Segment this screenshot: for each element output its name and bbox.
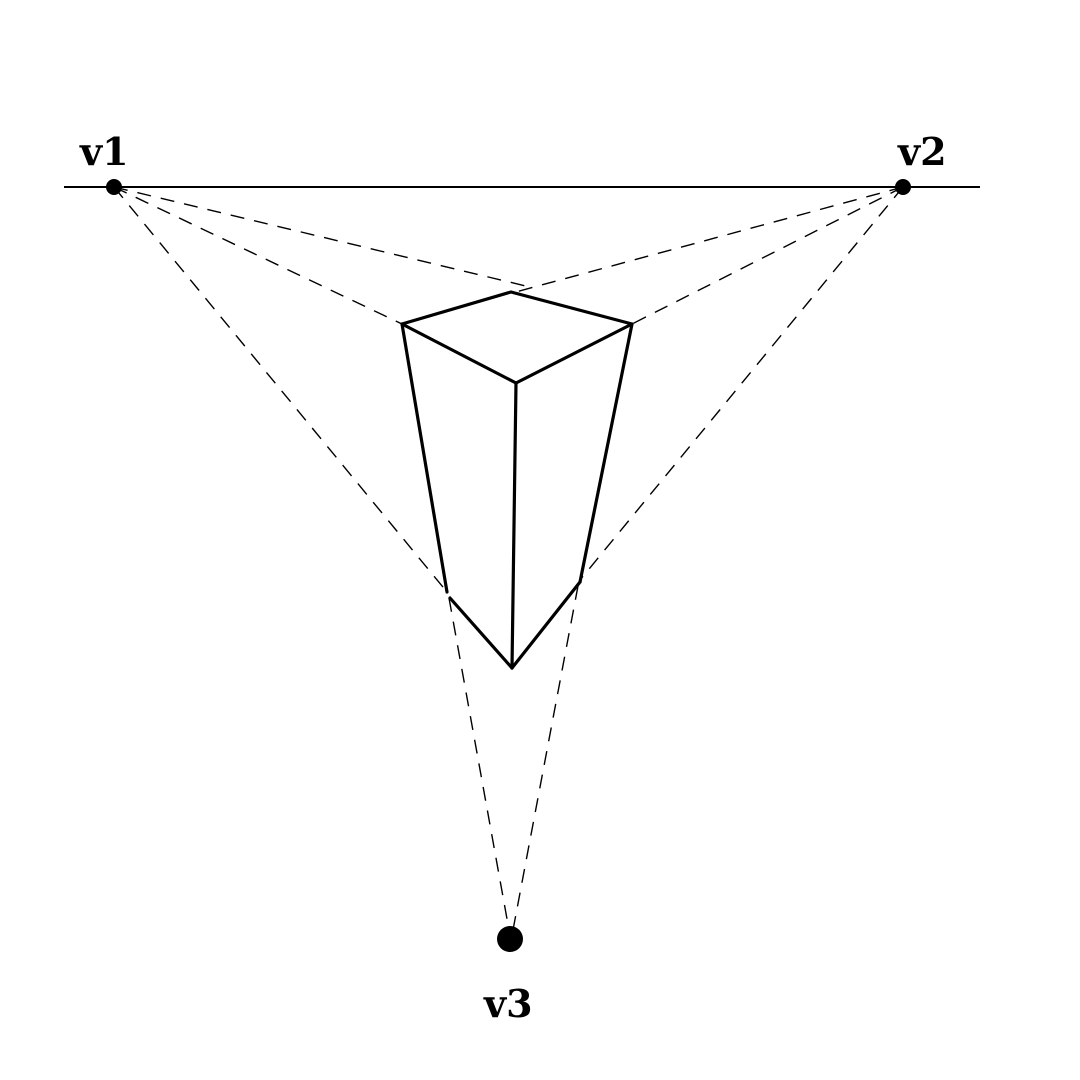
- box-front-vertical-edge: [510, 381, 518, 670]
- v2-point: [895, 179, 911, 195]
- box-bottom-right-edge: [510, 580, 582, 670]
- guide-v2-right-corner: [631, 186, 904, 325]
- guide-v2-top-left: [511, 186, 904, 294]
- guide-v1-left-corner: [113, 186, 403, 325]
- guide-v3-left: [448, 597, 510, 931]
- v1-label: v1: [79, 129, 129, 174]
- guide-v1-top-right: [113, 186, 531, 288]
- guides-to-v3: [448, 585, 579, 931]
- guide-v1-bottom-left: [113, 186, 448, 593]
- guides-to-v1: [113, 186, 531, 593]
- v3-label: v3: [483, 981, 533, 1026]
- guide-v2-bottom-right: [579, 186, 904, 581]
- box-bottom-left-edge: [448, 596, 514, 670]
- box-top-face: [400, 290, 634, 385]
- v2-label: v2: [897, 129, 947, 174]
- v1-point: [106, 179, 122, 195]
- box-right-vertical-edge: [578, 322, 634, 584]
- v3-point: [497, 926, 523, 952]
- box-left-vertical-edge: [400, 322, 449, 594]
- guides-to-v2: [511, 186, 904, 581]
- guide-v3-right: [512, 585, 579, 931]
- perspective-box: [400, 290, 634, 670]
